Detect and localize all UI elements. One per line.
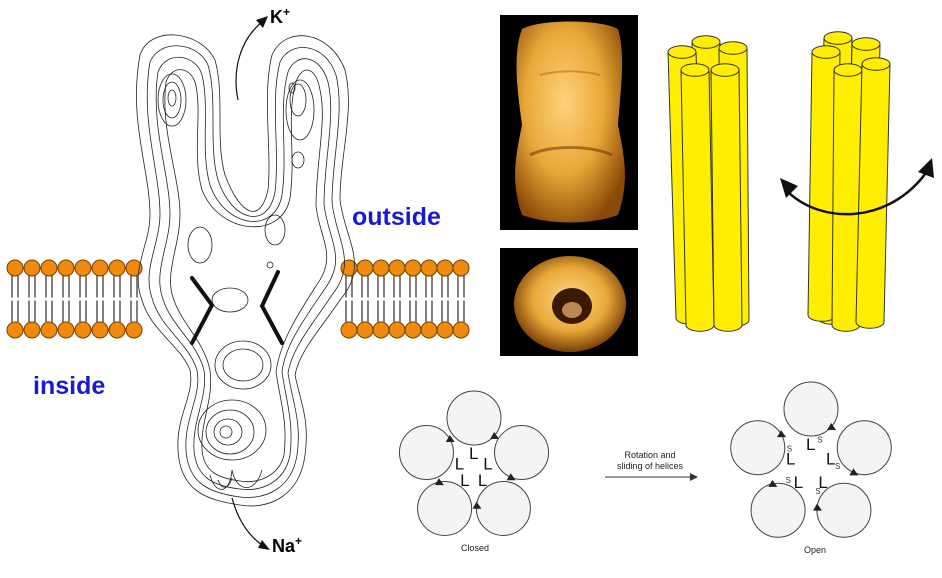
- leucine-label: L: [478, 471, 487, 490]
- helix-circle: [731, 421, 785, 475]
- leucine-label: L: [455, 454, 464, 473]
- leucine-label: L: [460, 471, 469, 490]
- serine-label: S: [817, 436, 822, 445]
- serine-label: S: [786, 476, 791, 485]
- helix-circle: [495, 426, 549, 480]
- helix-circle: [399, 426, 453, 480]
- transition-arrow-head: [690, 473, 698, 481]
- serine-label: S: [815, 487, 820, 496]
- helix-circle: [837, 421, 891, 475]
- open-caption: Open: [785, 545, 845, 555]
- transition-caption-line1: Rotation and: [600, 450, 700, 460]
- leucine-label: L: [469, 444, 478, 463]
- serine-label: S: [835, 462, 840, 471]
- serine-label: S: [787, 444, 792, 453]
- leucine-label: L: [794, 473, 803, 492]
- closed-caption: Closed: [445, 543, 505, 553]
- transition-caption-line2: sliding of helices: [600, 461, 700, 471]
- leucine-label: L: [806, 435, 815, 454]
